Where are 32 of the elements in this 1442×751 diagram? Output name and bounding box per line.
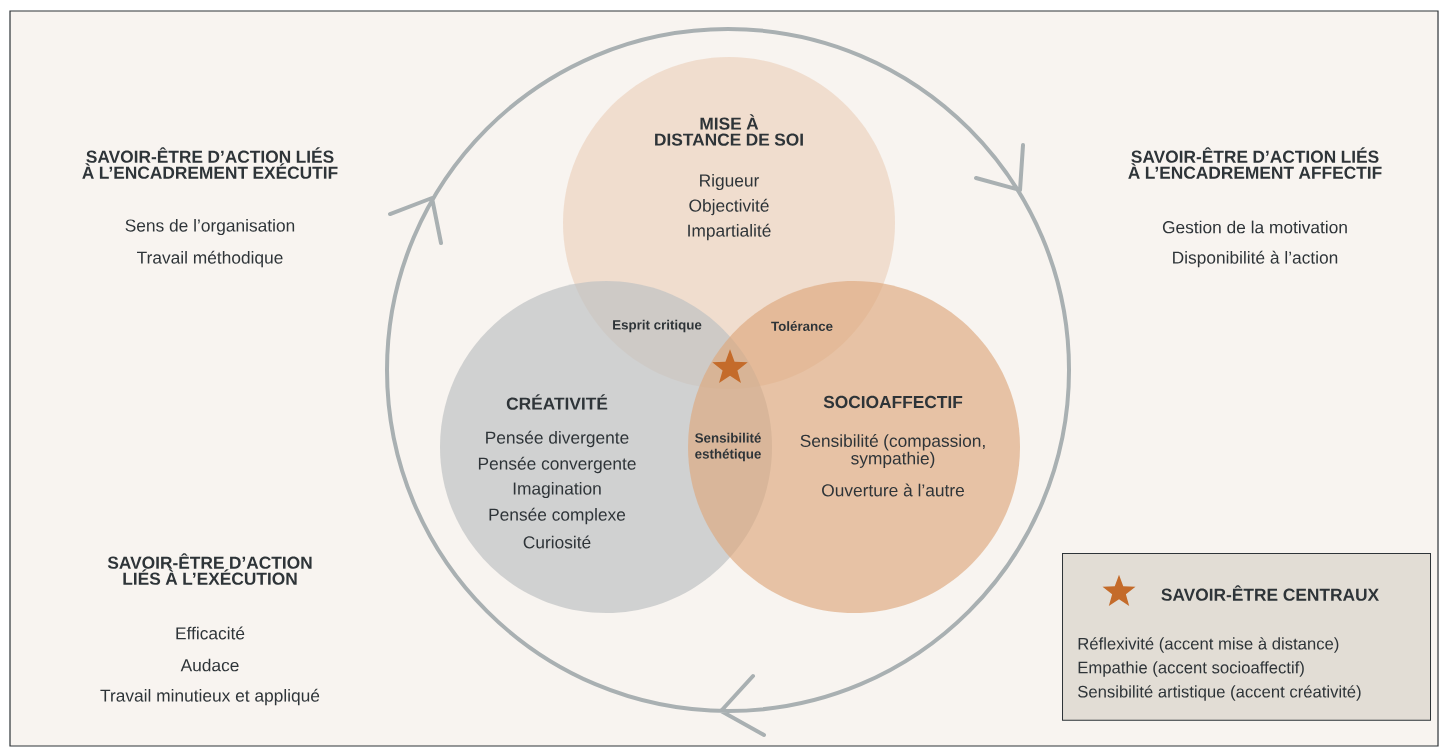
list-item: Sensibilité (compassion, sympathie) — [800, 434, 985, 468]
list-item: Audace — [180, 658, 239, 672]
list-item: Imagination — [513, 481, 601, 499]
key-box — [1062, 553, 1431, 721]
list-item: Sensibilité artistique (accent créativité) — [1078, 685, 1361, 701]
list-item: Objectivité — [689, 198, 769, 216]
section-heading: SAVOIR-ÊTRE D’ACTION LIÉS À L’EXÉCUTION — [107, 553, 312, 585]
list-item: Ouverture à l’autre — [822, 483, 964, 497]
list-item: Efficacité — [176, 626, 245, 640]
list-item: Pensée convergente — [478, 456, 636, 474]
list-item: Empathie (accent socioaffectif) — [1078, 661, 1304, 677]
list-item: Curiosité — [523, 535, 591, 549]
list-item: Sens de l’organisation — [125, 218, 295, 236]
overlap-label: Esprit critique — [613, 319, 702, 333]
circle-heading: MISE À DISTANCE DE SOI — [655, 114, 803, 146]
list-item: Travail minutieux et appliqué — [100, 688, 320, 706]
list-item: Impartialité — [688, 223, 771, 241]
venn-circle — [440, 281, 772, 613]
section-heading: SAVOIR-ÊTRE D’ACTION LIÉS À L’ENCADREMENT AFFECTIF — [1128, 147, 1382, 179]
list-item: Gestion de la motivation — [1162, 220, 1347, 234]
list-item: Pensée divergente — [486, 430, 629, 448]
list-item: Disponibilité à l’action — [1173, 250, 1338, 268]
list-item: Travail méthodique — [137, 250, 283, 268]
box-heading: SAVOIR-ÊTRE CENTRAUX — [1161, 585, 1379, 601]
circle-heading: CRÉATIVITÉ — [506, 394, 608, 410]
overlap-label: Sensibilité esthétique — [695, 432, 761, 462]
list-item: Rigueur — [700, 173, 760, 191]
overlap-label: Tolérance — [771, 321, 833, 331]
list-item: Pensée complexe — [489, 507, 626, 525]
circle-heading: SOCIOAFFECTIF — [823, 395, 963, 409]
list-item: Réflexivité (accent mise à distance) — [1078, 637, 1339, 653]
section-heading: SAVOIR-ÊTRE D’ACTION LIÉS À L’ENCADREMENT EXÉCUTIF — [82, 147, 338, 179]
